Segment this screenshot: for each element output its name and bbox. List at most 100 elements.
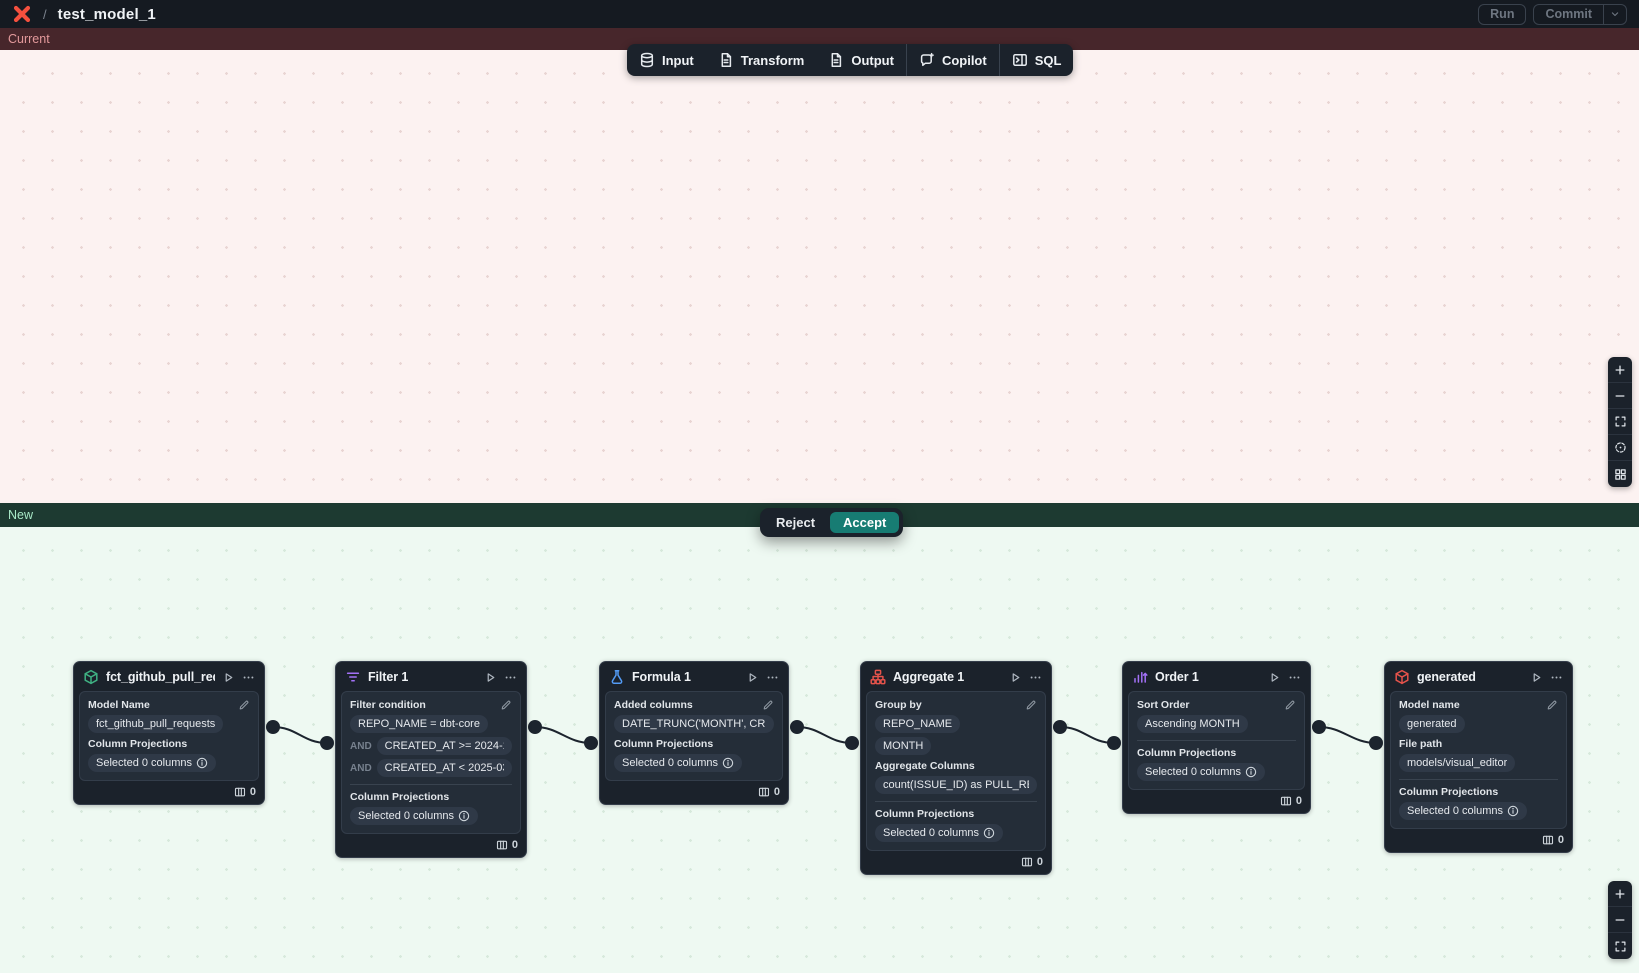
edge-connections [266, 720, 1383, 750]
pill-text: count(ISSUE_ID) as PULL_REQUEST_… [883, 779, 1029, 791]
run-button[interactable]: Run [1478, 3, 1527, 25]
toolbar-divider [905, 44, 907, 76]
columns-count-icon [496, 839, 508, 851]
pill-text: DATE_TRUNC('MONTH', CREATED_AT… [622, 718, 766, 730]
value-pill[interactable]: MONTH [875, 737, 932, 755]
edit-button[interactable] [500, 699, 512, 711]
node-menu-button[interactable] [1029, 671, 1042, 684]
columns-count: 0 [249, 786, 256, 798]
node-menu-button[interactable] [504, 671, 517, 684]
pill-row: Ascending MONTH [1137, 715, 1296, 733]
info-icon[interactable] [196, 757, 208, 769]
node-title: Aggregate 1 [893, 670, 965, 684]
play-button[interactable] [484, 671, 497, 684]
value-pill[interactable]: Ascending MONTH [1137, 715, 1248, 733]
minimap-button[interactable] [1608, 461, 1632, 487]
edit-button[interactable] [762, 699, 774, 711]
value-pill[interactable]: Selected 0 columns [88, 754, 216, 772]
edit-button[interactable] [238, 699, 250, 711]
value-pill[interactable]: Selected 0 columns [1399, 802, 1527, 820]
center-view-button[interactable] [1608, 435, 1632, 461]
play-button[interactable] [222, 671, 235, 684]
cube-icon [83, 669, 99, 685]
node-title: Formula 1 [632, 670, 691, 684]
reject-button[interactable]: Reject [776, 515, 816, 530]
value-pill[interactable]: fct_github_pull_requests [88, 715, 224, 733]
pill-text: CREATED_AT >= 2024-12-01 [384, 740, 504, 752]
value-pill[interactable]: REPO_NAME = dbt-core [350, 715, 488, 733]
columns-count-icon [758, 786, 770, 798]
node-menu-button[interactable] [766, 671, 779, 684]
toolbar-item-label: Input [662, 52, 694, 68]
section-label: Aggregate Columns [875, 760, 975, 772]
section-label: Column Projections [350, 791, 450, 803]
value-pill[interactable]: CREATED_AT >= 2024-12-01 [376, 737, 512, 755]
zoom-out-button[interactable] [1608, 383, 1632, 409]
columns-count-icon [1021, 856, 1033, 868]
node-menu-button[interactable] [1288, 671, 1301, 684]
canvas-controls-current [1608, 357, 1632, 487]
new-canvas[interactable]: fct_github_pull_requestsModel Namefct_gi… [0, 527, 1639, 973]
value-pill[interactable]: generated [1399, 715, 1465, 733]
value-pill[interactable]: DATE_TRUNC('MONTH', CREATED_AT… [614, 715, 774, 733]
top-bar: / test_model_1 Run Commit [0, 0, 1639, 28]
pill-text: Selected 0 columns [883, 827, 979, 839]
info-icon[interactable] [458, 810, 470, 822]
value-pill[interactable]: REPO_NAME [875, 715, 961, 733]
node-menu-button[interactable] [1550, 671, 1563, 684]
zoom-out-button[interactable] [1608, 907, 1632, 933]
zoom-in-button[interactable] [1608, 881, 1632, 907]
commit-button[interactable]: Commit [1545, 7, 1592, 21]
info-icon[interactable] [1245, 766, 1257, 778]
fit-view-button[interactable] [1608, 409, 1632, 435]
play-button[interactable] [1009, 671, 1022, 684]
toolbar-item-sql[interactable]: SQL [1000, 44, 1074, 76]
section-label: Group by [875, 699, 922, 711]
toolbar-item-copilot[interactable]: Copilot [907, 44, 999, 76]
info-icon[interactable] [983, 827, 995, 839]
pill-row: Selected 0 columns [1399, 802, 1558, 820]
value-pill[interactable]: Selected 0 columns [350, 807, 478, 825]
value-pill[interactable]: Selected 0 columns [875, 824, 1003, 842]
hierarchy-icon [870, 669, 886, 685]
pill-row: Selected 0 columns [875, 824, 1037, 842]
pill-row: generated [1399, 715, 1558, 733]
section-divider [1137, 740, 1296, 741]
toolbar-item-output[interactable]: Output [816, 44, 906, 76]
filter-icon [345, 669, 361, 685]
node-menu-button[interactable] [242, 671, 255, 684]
condition-operator: AND [350, 740, 372, 752]
current-canvas[interactable] [0, 50, 1639, 503]
play-button[interactable] [746, 671, 759, 684]
value-pill[interactable]: Selected 0 columns [1137, 763, 1265, 781]
pipeline-node-aggregate-1[interactable]: Aggregate 1 Group by REPO_NAME MONTH Aggrega… [860, 661, 1052, 875]
fit-view-button[interactable] [1608, 933, 1632, 959]
value-pill[interactable]: CREATED_AT < 2025-03-01 [376, 759, 512, 777]
toolbar-item-transform[interactable]: Transform [706, 44, 817, 76]
edit-button[interactable] [1546, 699, 1558, 711]
accept-button[interactable]: Accept [830, 512, 900, 533]
value-pill[interactable]: count(ISSUE_ID) as PULL_REQUEST_… [875, 776, 1037, 794]
play-button[interactable] [1530, 671, 1543, 684]
pipeline-node-fct-github-pull-requests[interactable]: fct_github_pull_requestsModel Namefct_gi… [73, 661, 265, 805]
chevron-down-icon[interactable] [1603, 4, 1626, 24]
toolbar-item-input[interactable]: Input [627, 44, 706, 76]
value-pill[interactable]: models/visual_editor [1399, 754, 1516, 772]
zoom-in-button[interactable] [1608, 357, 1632, 383]
info-icon[interactable] [1507, 805, 1519, 817]
canvas-controls-new [1608, 881, 1632, 959]
pill-text: Selected 0 columns [622, 757, 718, 769]
play-button[interactable] [1268, 671, 1281, 684]
edit-button[interactable] [1284, 699, 1296, 711]
info-icon[interactable] [722, 757, 734, 769]
edit-button[interactable] [1025, 699, 1037, 711]
value-pill[interactable]: Selected 0 columns [614, 754, 742, 772]
node-header: fct_github_pull_requests [74, 662, 264, 691]
pill-text: fct_github_pull_requests [96, 718, 216, 730]
